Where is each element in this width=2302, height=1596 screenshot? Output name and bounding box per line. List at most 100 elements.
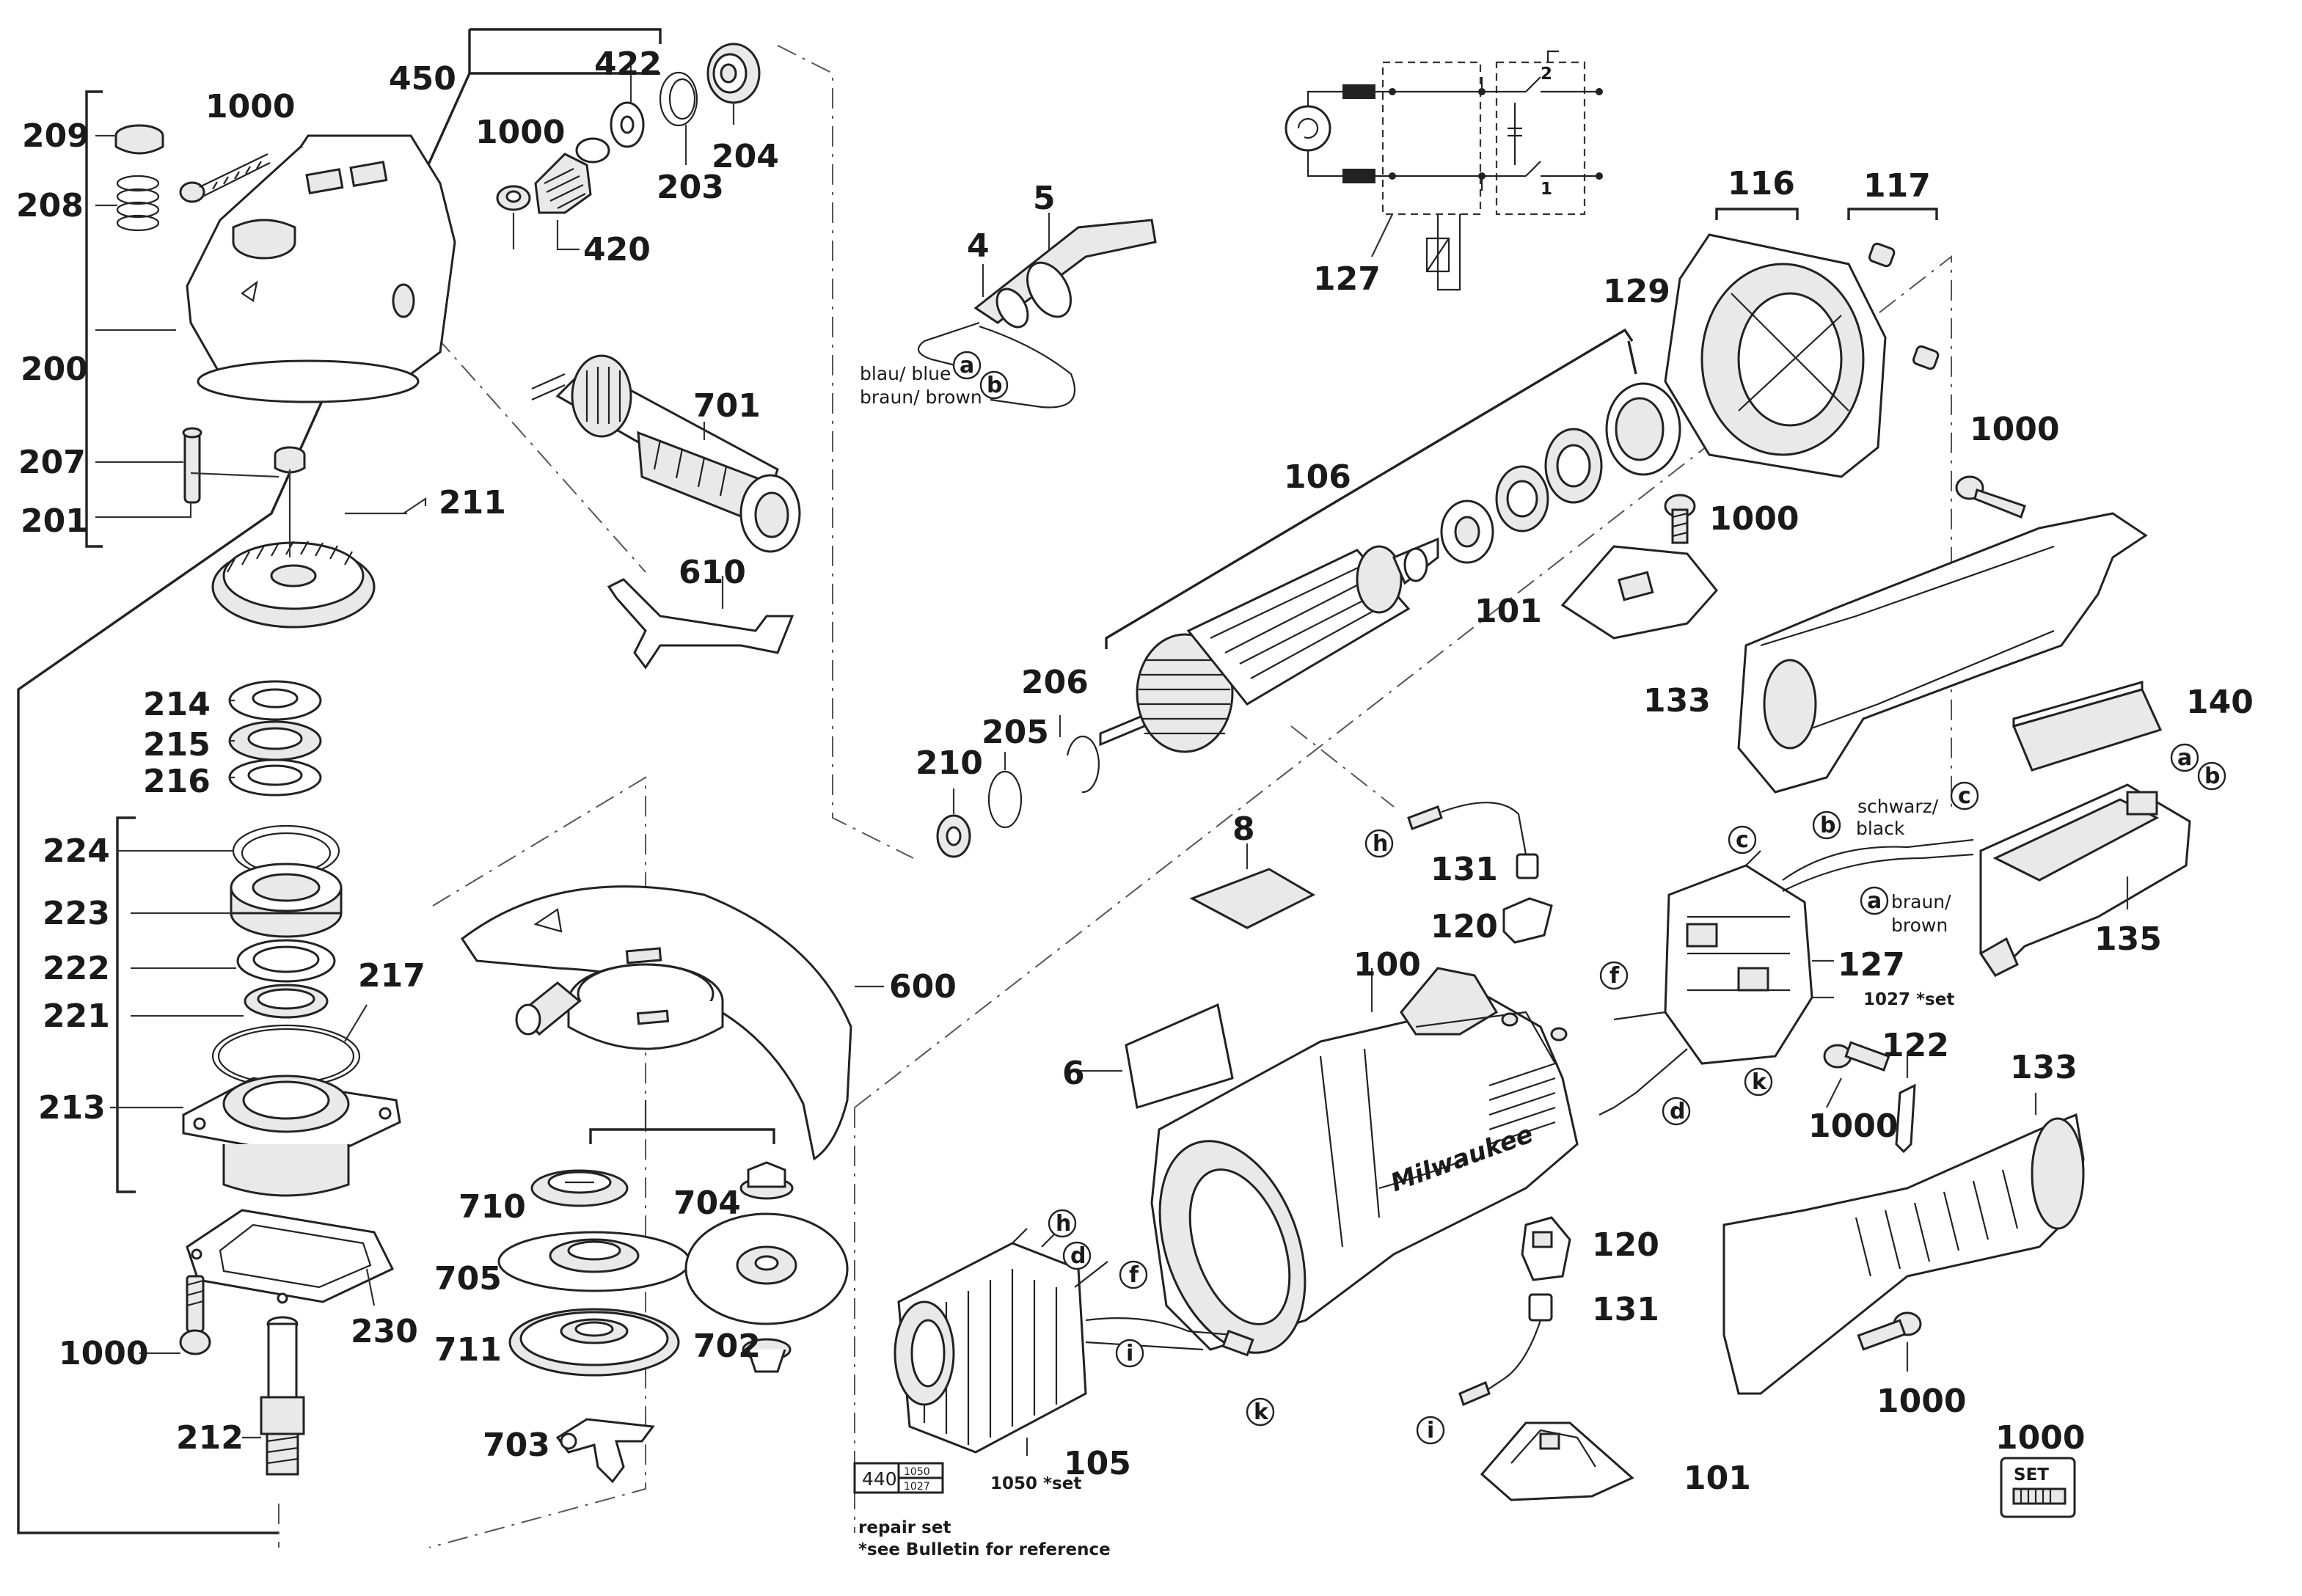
- ring-221: [244, 984, 329, 1019]
- cover-101-bottom: [1480, 1421, 1634, 1501]
- wire-i-131: i: [1427, 1418, 1434, 1443]
- bushing-201: [274, 446, 306, 474]
- label-217: 217: [358, 957, 425, 995]
- label-710: 710: [458, 1188, 526, 1226]
- label-105: 105: [1064, 1445, 1131, 1482]
- label-120-bottom: 120: [1592, 1226, 1659, 1264]
- note-black: black: [1856, 818, 1905, 839]
- bevel-gear-211: [211, 541, 376, 629]
- note-bulletin: *see Bulletin for reference: [858, 1540, 1111, 1559]
- label-101-bottom: 101: [1684, 1460, 1751, 1497]
- note-1027-set: 1027 *set: [1863, 990, 1954, 1009]
- wire-c-switch: c: [1958, 783, 1971, 809]
- wire-a-harness: a: [1867, 888, 1882, 914]
- label-208: 208: [16, 187, 84, 224]
- label-117: 117: [1863, 167, 1931, 205]
- label-122: 122: [1882, 1027, 1949, 1064]
- pinion-gear: [534, 137, 610, 214]
- wire-color-notes: blau/ blue braun/ brown schwarz/ black b…: [858, 363, 1954, 1559]
- wire-k-coil: k: [1254, 1399, 1269, 1425]
- wire-f-coil: f: [1129, 1262, 1139, 1288]
- washer-222: [236, 939, 336, 983]
- wire-h-coil: h: [1056, 1211, 1071, 1237]
- flange-711: [508, 1308, 680, 1377]
- flange-213: [182, 1075, 401, 1197]
- wire-i-coil: i: [1126, 1341, 1133, 1366]
- spring-208: [116, 175, 160, 232]
- wire-k-harness: k: [1752, 1069, 1767, 1095]
- label-205: 205: [982, 714, 1049, 751]
- label-129: 129: [1603, 273, 1670, 310]
- label-204: 204: [712, 138, 779, 175]
- handle-half-133-bottom: [1722, 1093, 2085, 1395]
- wrench-703: [555, 1418, 655, 1484]
- washer-214: [228, 680, 322, 721]
- label-207: 207: [18, 444, 86, 481]
- bearing-223: [230, 863, 343, 938]
- wire-d-harness: d: [1670, 1099, 1685, 1124]
- pinion-group: [469, 43, 761, 251]
- label-223: 223: [43, 895, 110, 932]
- label-6: 6: [1062, 1055, 1085, 1092]
- label-120-top: 120: [1430, 908, 1498, 945]
- note-braun-right: braun/: [1891, 891, 1951, 912]
- label-1000-rear: 1000: [1970, 411, 2059, 448]
- box-1050: 1050: [904, 1466, 930, 1478]
- handle-half-133-top: [1737, 475, 2148, 794]
- screw-and-clip-122: [1823, 1041, 1916, 1154]
- field-coil-105: [894, 1228, 1254, 1456]
- guard-600: [460, 885, 884, 1161]
- wire-b-harness: b: [1820, 813, 1835, 838]
- wire-a-switch: a: [2177, 745, 2192, 771]
- switch-135: [1978, 783, 2191, 978]
- wiring-harness-127: [1598, 838, 1974, 1116]
- label-1000-mid: 1000: [1709, 500, 1799, 538]
- wire-b-cord: b: [987, 373, 1002, 398]
- armature-106: [1099, 328, 1634, 753]
- label-703: 703: [483, 1427, 550, 1464]
- label-plates: [1078, 843, 1316, 1109]
- label-127-top: 127: [1313, 260, 1381, 298]
- flange-705: [497, 1231, 691, 1292]
- label-1000-handle: 1000: [1877, 1383, 1966, 1420]
- label-133-top: 133: [1643, 682, 1711, 720]
- label-1000-top: 1000: [205, 88, 295, 125]
- label-600: 600: [889, 968, 957, 1006]
- clips-205-206-210: [936, 715, 1100, 858]
- repair-set-box: 440 1050 1027: [853, 1462, 944, 1494]
- label-215: 215: [143, 726, 211, 764]
- bearing-204: [706, 43, 761, 104]
- screw-1000-handle: [1857, 1311, 1922, 1372]
- switch-contact-120-bottom: [1521, 1216, 1571, 1281]
- note-1050-set: 1050 *set: [990, 1474, 1081, 1493]
- gear-head-group: [85, 90, 456, 629]
- nut-1000-pinion: [496, 185, 531, 211]
- screw-1000-bottom-left: [179, 1275, 211, 1355]
- group-200-bracket: [85, 90, 103, 548]
- wire-f-harness: f: [1609, 963, 1620, 989]
- switch-pin-1: 1: [1541, 180, 1552, 199]
- label-5: 5: [1033, 180, 1056, 217]
- label-221: 221: [43, 997, 110, 1035]
- label-216: 216: [143, 763, 211, 800]
- label-230: 230: [351, 1313, 418, 1350]
- label-420: 420: [583, 231, 651, 268]
- note-repair-set: repair set: [858, 1518, 951, 1537]
- wire-c-harness: c: [1736, 827, 1749, 853]
- label-4: 4: [967, 227, 990, 265]
- flange-710: [530, 1169, 629, 1207]
- wire-d-coil: d: [1070, 1243, 1086, 1269]
- label-101-top: 101: [1475, 593, 1542, 630]
- circuit-schematic-127: 2 1: [1285, 50, 1603, 291]
- wire-a-cord: a: [960, 353, 974, 378]
- box-440: 440: [862, 1468, 897, 1490]
- wire-letter-markers: a b a b c b c a f k d h h d f i k i: [952, 351, 2226, 1445]
- cover-101-top: [1560, 545, 1718, 640]
- label-135: 135: [2094, 920, 2162, 958]
- label-127-mid: 127: [1838, 946, 1905, 984]
- label-224: 224: [43, 832, 110, 870]
- label-212: 212: [176, 1419, 244, 1457]
- bearing-stack-129: [1440, 340, 1681, 564]
- label-711: 711: [434, 1331, 502, 1369]
